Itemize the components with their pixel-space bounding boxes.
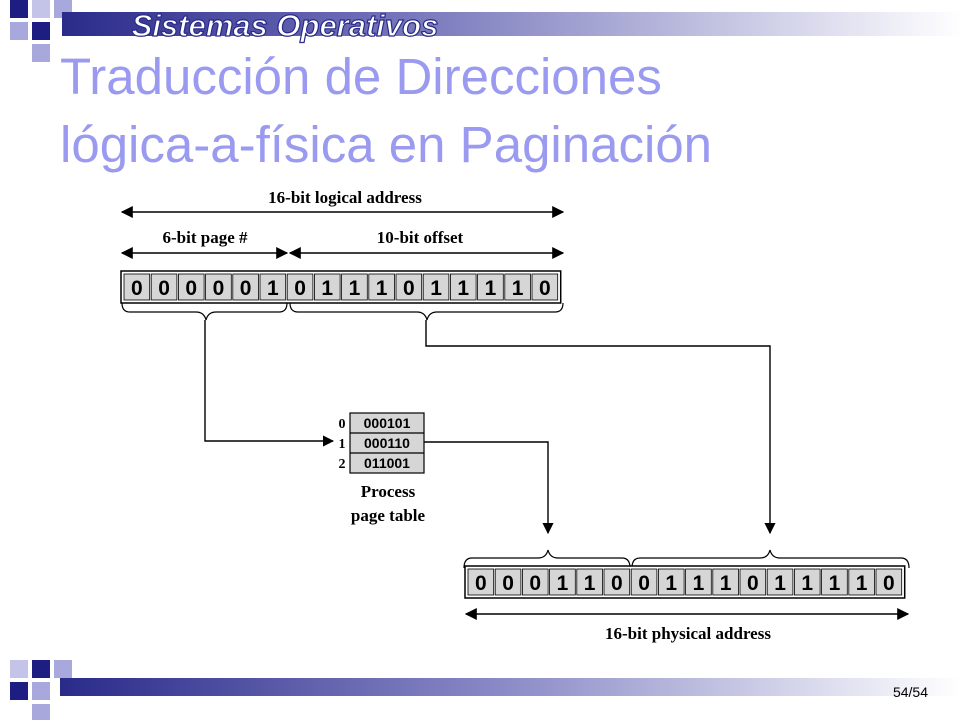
logical-bit-bit: 1 (349, 277, 361, 300)
physical-bit-cell (685, 568, 712, 596)
physical-bit-cell (821, 568, 848, 596)
physical-bit-bit: 1 (584, 572, 596, 595)
physical-bit-cell (549, 568, 576, 596)
logical-bit-bit: 0 (185, 277, 197, 300)
physical-bit-bit: 0 (502, 572, 514, 595)
physical-bit-cell (739, 568, 767, 596)
physical-bit-cell (522, 568, 549, 596)
logical-bit-cell (286, 273, 314, 301)
logical-bit-bit: 0 (158, 277, 170, 300)
physical-bit-bit: 0 (529, 572, 541, 595)
physical-bit-cell (848, 568, 875, 596)
physical-bit-bit: 1 (557, 572, 569, 595)
logical-bit-bit: 1 (512, 277, 524, 300)
logical-bit-cell (422, 273, 450, 301)
logical-bit-cell (123, 273, 151, 301)
logical-bit-cell (313, 273, 341, 301)
footer-bar (60, 678, 960, 696)
logical-bit-bit: 1 (430, 277, 442, 300)
physical-bit-bit: 1 (829, 572, 841, 595)
logical-bit-bit: 0 (240, 277, 252, 300)
logical-bit-cell (395, 273, 423, 301)
page-title-line2: lógica-a-física en Paginación (60, 116, 712, 173)
page-table: 0 1 2 000101 000110 011001 (339, 412, 425, 474)
physical-bit-bit: 0 (883, 572, 895, 595)
page-title-line1: Traducción de Direcciones (60, 48, 662, 105)
physical-bit-bit: 1 (801, 572, 813, 595)
footer-decoration (10, 660, 72, 720)
page-table-caption-line1: Process (361, 482, 416, 501)
logical-bit-cell (232, 273, 259, 301)
logical-bit-cell (449, 273, 477, 301)
offset-label: 10-bit offset (377, 228, 464, 247)
physical-bit-bit: 1 (693, 572, 705, 595)
logical-bit-cell (150, 273, 178, 301)
footer-page-number: 54/54 (893, 684, 928, 700)
logical-bit-cell (368, 273, 395, 301)
physical-bit-cell (712, 568, 739, 596)
logical-bit-bit: 0 (403, 277, 415, 300)
logical-bit-cell (177, 273, 205, 301)
frame-brace (463, 549, 631, 569)
logical-bit-cell (531, 273, 559, 301)
physical-bit-bit: 1 (856, 572, 868, 595)
logical-bit-bit: 0 (131, 277, 143, 300)
logical-bit-bit: 1 (485, 277, 497, 300)
physical-bit-cell (658, 568, 685, 596)
physical-bit-bit: 0 (475, 572, 487, 595)
logical-bit-bit: 0 (213, 277, 225, 300)
table-to-frame-arrow (424, 441, 554, 535)
physical-bit-bit: 0 (611, 572, 623, 595)
page-table-entry-0: 000101 (364, 415, 411, 431)
physical-bit-bit: 1 (665, 572, 677, 595)
header-bar (62, 12, 960, 36)
page-to-table-arrow (204, 320, 335, 447)
physical-bit-bit: 0 (638, 572, 650, 595)
logical-bit-cell (205, 273, 232, 301)
logical-address-label: 16-bit logical address (268, 188, 422, 207)
physical-bit-bit: 0 (747, 572, 759, 595)
physical-bit-cell (875, 568, 903, 596)
physical-bit-cell (576, 568, 603, 596)
logical-bit-cell (477, 273, 504, 301)
logical-bit-cell (259, 273, 287, 301)
physical-bit-cell (630, 568, 658, 596)
physical-offset-brace (631, 549, 910, 569)
header-brand: Sistemas Operativos (132, 8, 439, 43)
logical-bit-cell (341, 273, 368, 301)
physical-bit-cell (794, 568, 821, 596)
page-table-index-0: 0 (339, 417, 346, 432)
logical-bit-bit: 0 (294, 277, 306, 300)
logical-bit-cell (504, 273, 531, 301)
page-table-index-2: 2 (339, 457, 346, 472)
page-table-index-1: 1 (339, 437, 346, 452)
physical-bit-cell (467, 568, 495, 596)
physical-bit-bit: 1 (774, 572, 786, 595)
logical-bit-bit: 0 (539, 277, 551, 300)
physical-bit-cell (494, 568, 522, 596)
page-number-label: 6-bit page # (163, 228, 249, 247)
physical-bit-bit: 1 (720, 572, 732, 595)
physical-bit-cell (603, 568, 631, 596)
page-table-entry-2: 011001 (364, 455, 410, 471)
page-table-entry-1: 000110 (364, 435, 410, 451)
offset-to-physical-arrow (425, 320, 776, 535)
page-brace (121, 302, 288, 321)
logical-bit-bit: 1 (457, 277, 469, 300)
physical-address-label: 16-bit physical address (605, 624, 771, 643)
offset-brace (289, 302, 564, 321)
logical-bit-bit: 1 (376, 277, 388, 300)
logical-bit-bit: 1 (267, 277, 279, 300)
page-table-caption-line2: page table (351, 506, 426, 525)
logical-bit-bit: 1 (321, 277, 333, 300)
physical-bit-cell (766, 568, 794, 596)
